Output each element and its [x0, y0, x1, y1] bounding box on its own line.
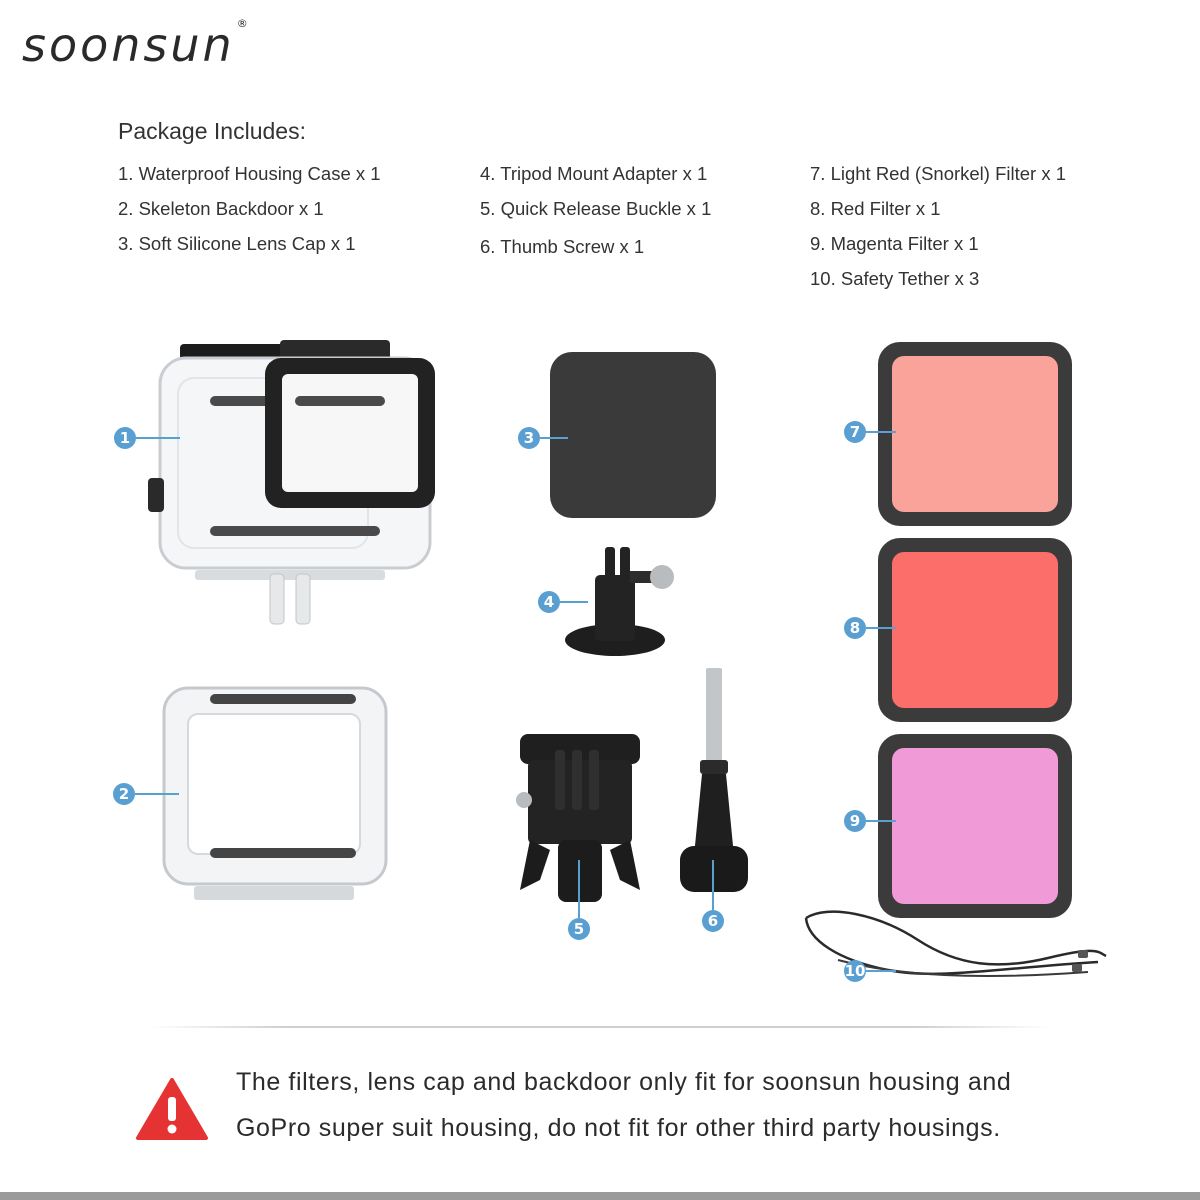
package-title: Package Includes: — [118, 118, 306, 144]
package-item-4: 4. Tripod Mount Adapter x 1 — [480, 163, 708, 184]
callout-7: 7 — [844, 421, 866, 443]
callout-7-leader — [866, 431, 896, 433]
warning-icon — [136, 1078, 208, 1140]
package-item-6: 6. Thumb Screw x 1 — [480, 236, 645, 257]
light-red-filter-glass — [892, 356, 1058, 512]
callout-2-leader — [135, 793, 179, 795]
red-filter-glass — [892, 552, 1058, 708]
callout-9-leader — [866, 820, 896, 822]
brand-logo: soonsun® — [22, 16, 251, 72]
callout-8-leader — [866, 627, 896, 629]
skeleton-backdoor-image — [162, 686, 388, 900]
callout-1: 1 — [114, 427, 136, 449]
package-item-3: 3. Soft Silicone Lens Cap x 1 — [118, 233, 356, 254]
section-divider — [150, 1026, 1050, 1028]
package-item-10: 10. Safety Tether x 3 — [810, 268, 980, 289]
lens-cap-image — [550, 352, 716, 518]
callout-3: 3 — [518, 427, 540, 449]
callout-4: 4 — [538, 591, 560, 613]
callout-4-leader — [560, 601, 588, 603]
light-red-filter-image — [878, 342, 1072, 526]
red-filter-image — [878, 538, 1072, 722]
package-item-7: 7. Light Red (Snorkel) Filter x 1 — [810, 163, 1067, 184]
magenta-filter-glass — [892, 748, 1058, 904]
brand-name: soonsun — [22, 18, 235, 72]
callout-9: 9 — [844, 810, 866, 832]
callout-3-leader — [540, 437, 568, 439]
notice-line-1: The filters, lens cap and backdoor only … — [236, 1068, 1012, 1096]
callout-1-leader — [136, 437, 180, 439]
callout-5: 5 — [568, 918, 590, 940]
callout-6-leader — [712, 860, 714, 910]
thumb-screw-image — [680, 668, 748, 892]
callout-10-leader — [866, 970, 896, 972]
notice-line-2: GoPro super suit housing, do not fit for… — [236, 1114, 1001, 1142]
callout-6: 6 — [702, 910, 724, 932]
callout-5-leader — [578, 860, 580, 918]
bottom-bar — [0, 1192, 1200, 1200]
package-item-8: 8. Red Filter x 1 — [810, 198, 941, 219]
tripod-mount-image — [565, 547, 674, 656]
quick-release-buckle-image — [516, 734, 640, 902]
callout-2: 2 — [113, 783, 135, 805]
magenta-filter-image — [878, 734, 1072, 918]
package-item-2: 2. Skeleton Backdoor x 1 — [118, 198, 324, 219]
registered-mark: ® — [236, 16, 251, 30]
package-item-1: 1. Waterproof Housing Case x 1 — [118, 163, 381, 184]
callout-10: 10 — [844, 960, 866, 982]
housing-case-image — [148, 340, 435, 625]
package-item-5: 5. Quick Release Buckle x 1 — [480, 198, 712, 219]
callout-8: 8 — [844, 617, 866, 639]
package-item-9: 9. Magenta Filter x 1 — [810, 233, 979, 254]
